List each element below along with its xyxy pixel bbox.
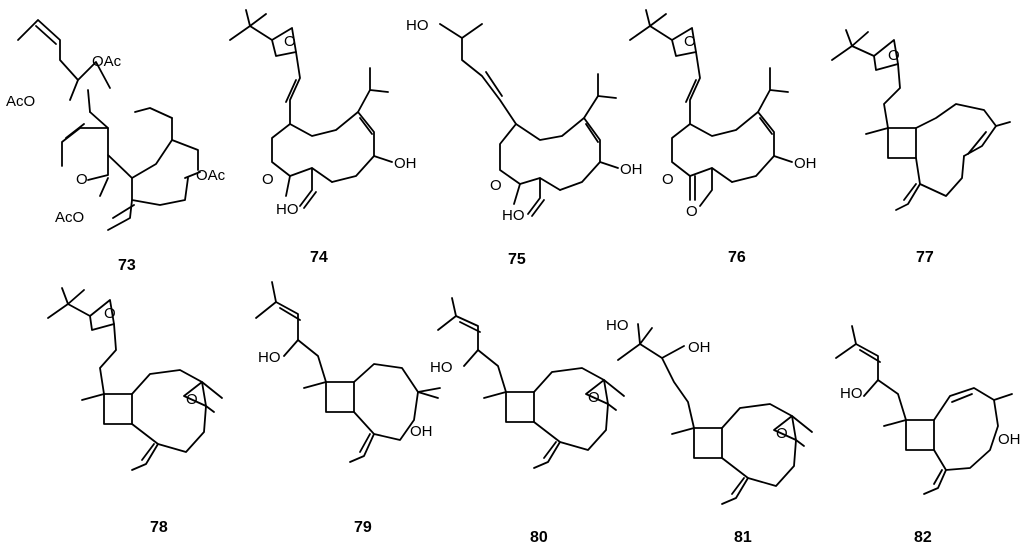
compound-number: 74 [310,249,328,266]
compound-77: O 77 [831,29,1011,266]
oac-label: OAc [196,167,226,184]
compound-number: 75 [508,251,526,268]
oh-label: OH [794,155,817,172]
ho-label: HO [276,201,299,218]
epoxide-oxygen-label: O [104,305,116,322]
aco-label: AcO [55,209,84,226]
aco-label: AcO [6,93,35,110]
oh-label: OH [688,339,711,356]
ring-oxygen-label: O [262,171,274,188]
compound-73: OAc AcO O OAc AcO 73 [6,19,226,274]
compound-number: 73 [118,257,136,274]
ho-label: HO [502,207,525,224]
oh-label: OH [410,423,433,440]
ho-label: HO [840,385,863,402]
compound-number: 78 [150,519,168,536]
oac-label: OAc [92,53,122,70]
compound-79: HO OH 79 [255,281,441,536]
compound-number: 81 [734,529,752,546]
compound-number: 79 [354,519,372,536]
compound-number: 76 [728,249,746,266]
compound-number: 77 [916,249,934,266]
ho-label: HO [406,17,429,34]
epoxide-oxygen-label: O [888,47,900,64]
ho-label: HO [258,349,281,366]
ho-label: HO [606,317,629,334]
epoxide-oxygen-label: O [684,33,696,50]
compound-80: HO O 80 [430,297,625,546]
compound-number: 80 [530,529,548,546]
compound-75: HO O OH HO 75 [406,17,643,268]
epoxide-oxygen-label: O [284,33,296,50]
oh-label: OH [620,161,643,178]
compound-74: O O OH HO 74 [229,9,417,266]
oh-label: OH [998,431,1021,448]
ring-oxygen-label: O [490,177,502,194]
carbonyl-oxygen-label: O [686,203,698,220]
compound-number: 82 [914,529,932,546]
compound-76: O O O OH 76 [629,9,817,266]
oh-label: OH [394,155,417,172]
compound-82: HO OH 82 [835,325,1021,546]
ring-oxygen-label: O [76,171,88,188]
bridge-oxygen-label: O [776,425,788,442]
ring-oxygen-label: O [662,171,674,188]
ho-label: HO [430,359,453,376]
compound-81: HO OH O 81 [606,317,813,546]
bridge-oxygen-label: O [186,391,198,408]
bridge-oxygen-label: O [588,389,600,406]
compound-78: O O 78 [47,287,223,536]
